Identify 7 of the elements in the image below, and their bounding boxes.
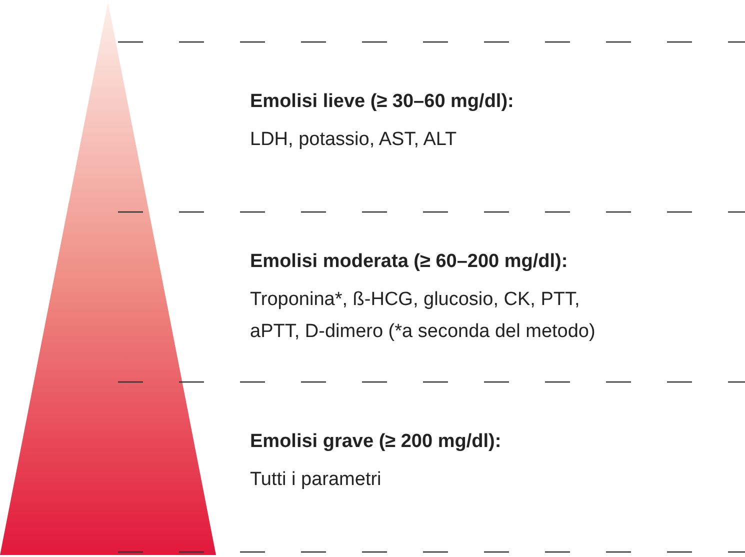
severity-heading: Emolisi moderata (≥ 60–200 mg/dl):: [250, 250, 569, 274]
severity-heading: Emolisi grave (≥ 200 mg/dl):: [250, 430, 502, 454]
severity-triangle: [0, 2, 216, 555]
parameter-list: Troponina*, ß-HCG, glucosio, CK, PTT, aPTT, D-dimero (*a seconda del metodo): [250, 284, 615, 348]
severity-heading: Emolisi lieve (≥ 30–60 mg/dl):: [250, 90, 515, 114]
parameter-list: Tutti i parametri: [250, 464, 615, 496]
parameter-list: LDH, potassio, AST, ALT: [250, 124, 615, 156]
